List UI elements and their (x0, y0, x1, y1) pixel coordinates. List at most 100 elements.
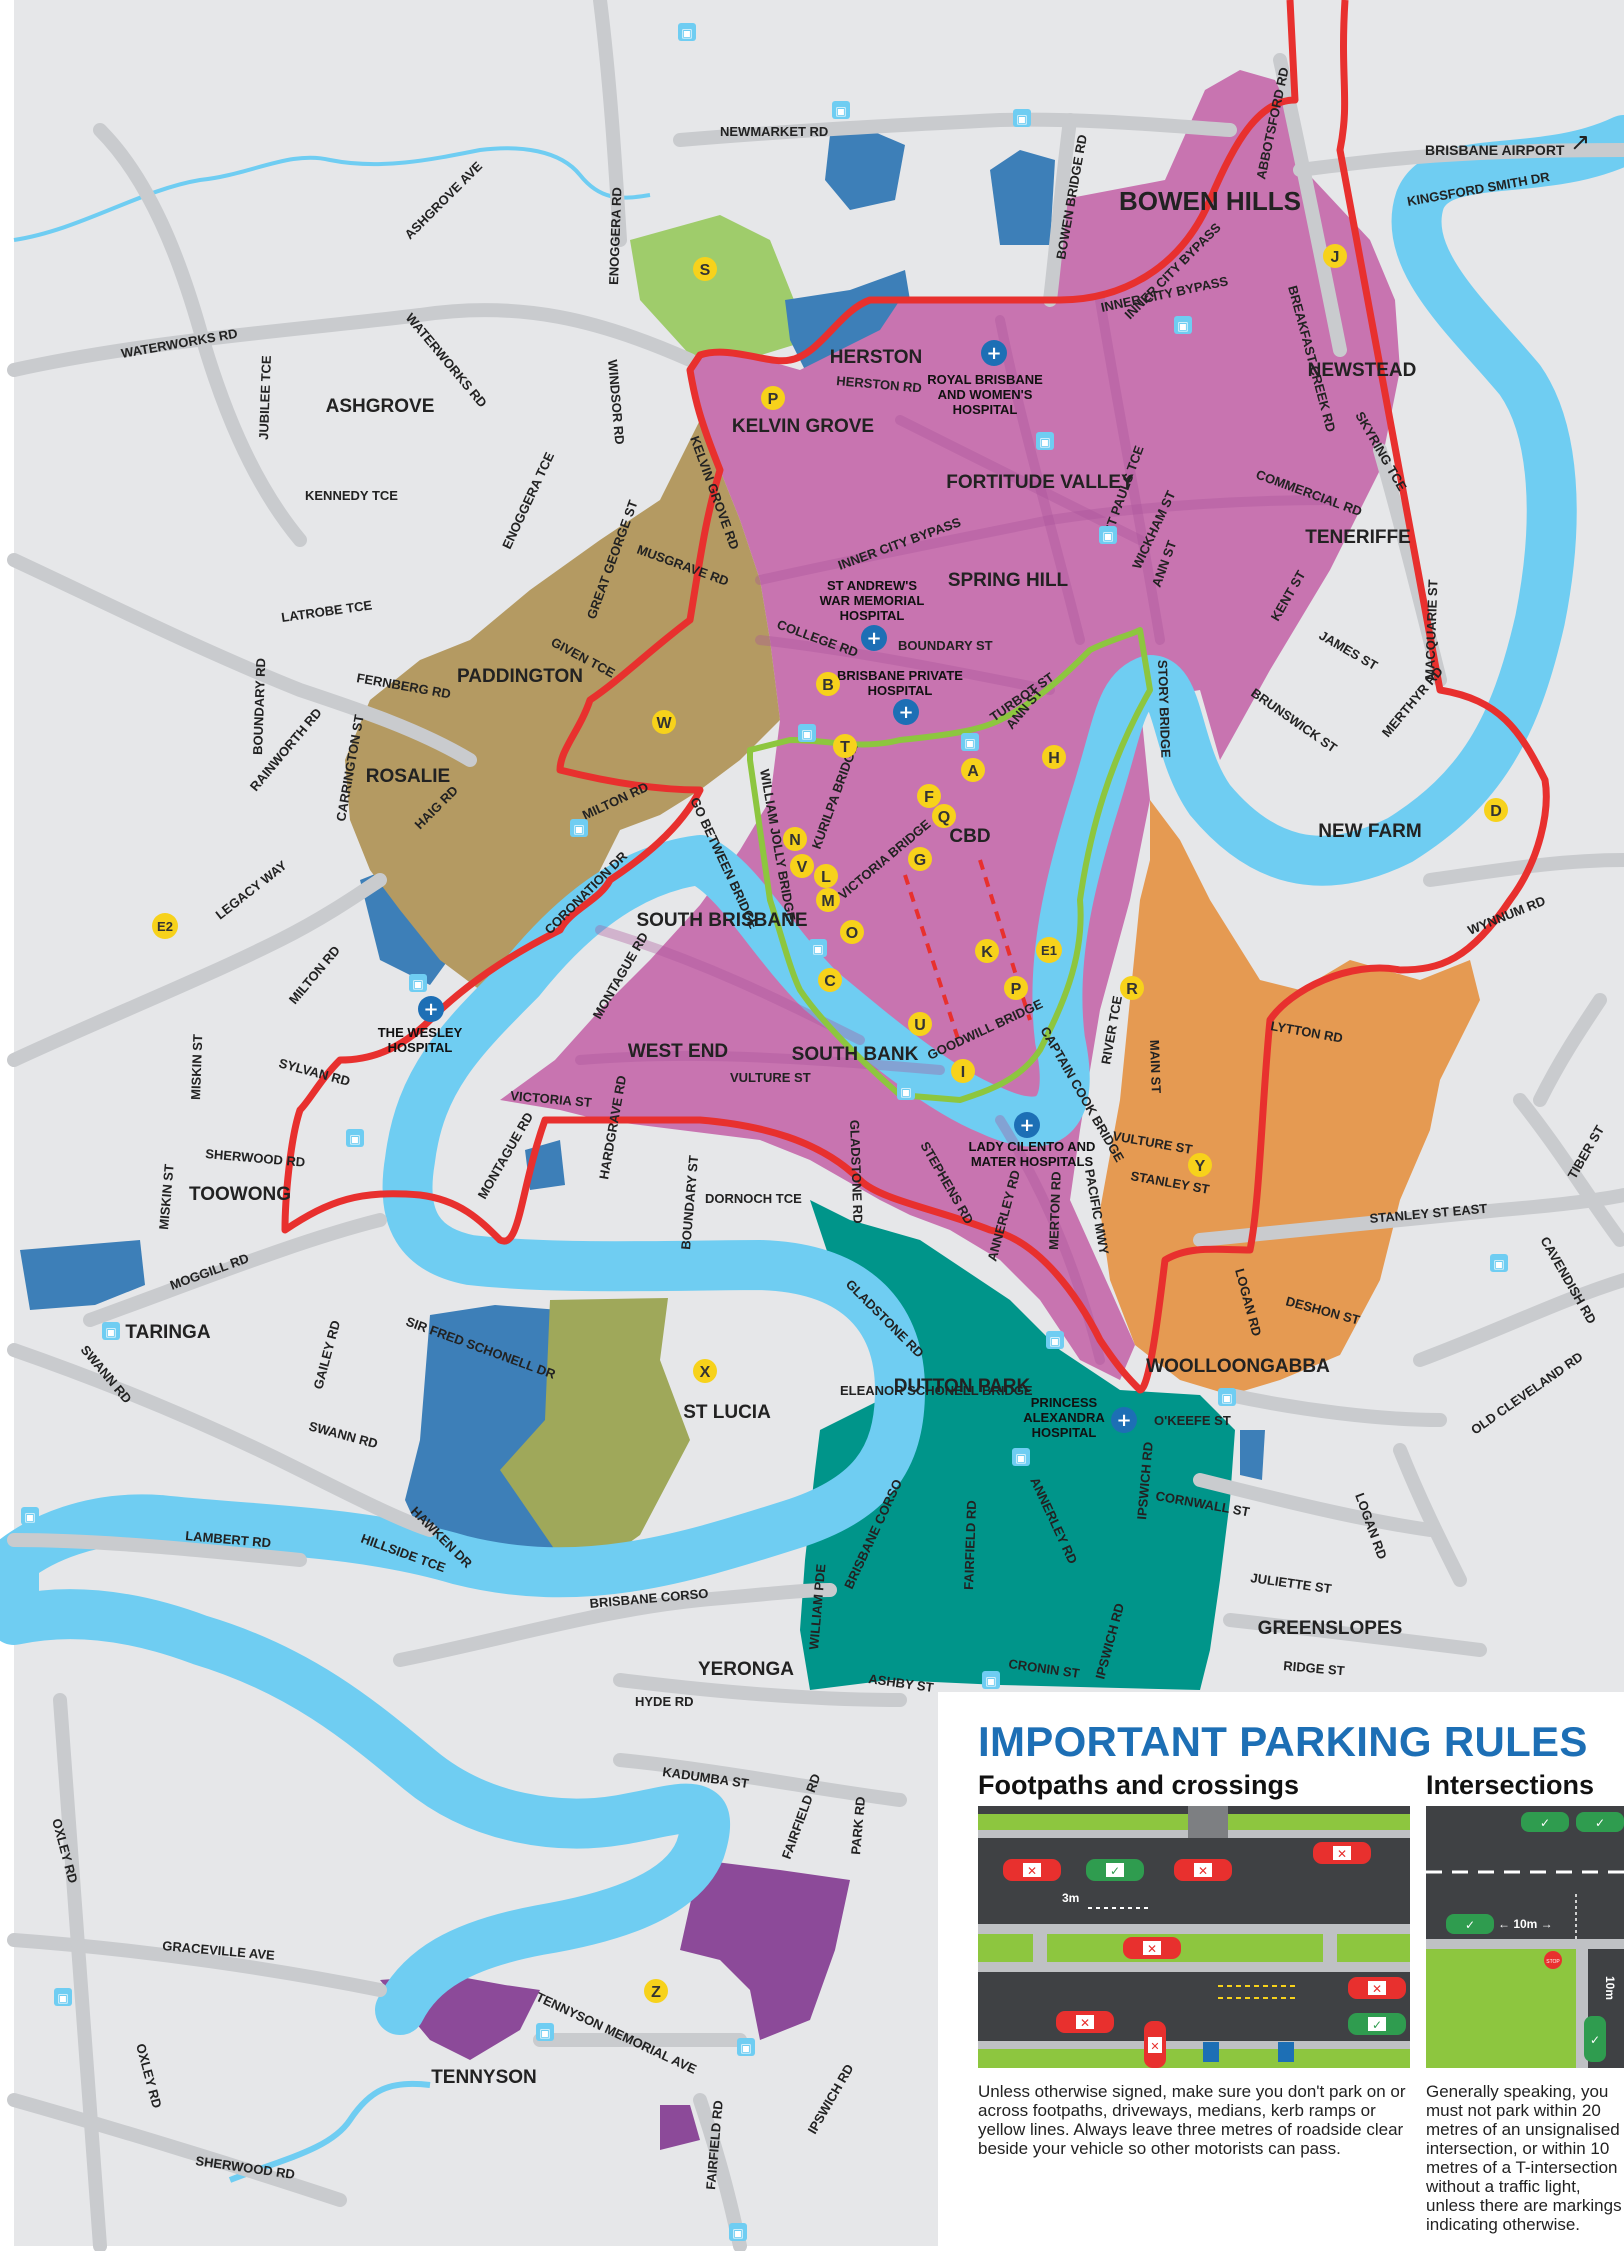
hospital-label: BRISBANE PRIVATE (837, 668, 963, 683)
road-label: MUSGRAVE RD (635, 542, 731, 589)
suburb-label: TENNYSON (431, 2067, 537, 2088)
pin-marker[interactable]: B (816, 672, 840, 696)
car-illegal-icon: ✕ (1313, 1842, 1371, 1864)
road-label: LAMBERT RD (185, 1528, 272, 1550)
pin-letter: C (824, 973, 836, 990)
road-label: BRUNSWICK ST (1248, 685, 1339, 755)
hospital-label: THE WESLEY (378, 1025, 463, 1040)
car-legal-icon: ✓ (1521, 1812, 1569, 1832)
road-label: GRACEVILLE AVE (162, 1938, 276, 1963)
hospital-label: ALEXANDRA (1023, 1410, 1105, 1425)
road-label: LOGAN RD (1352, 1491, 1390, 1561)
road-label: PACIFIC MWY (1082, 1168, 1112, 1256)
road-label: CARRINGTON ST (333, 713, 367, 822)
road-label: BRISBANE CORSO (841, 1477, 905, 1591)
train-icon: ▣ (729, 2223, 747, 2241)
road-label: MAIN ST (1147, 1040, 1164, 1094)
car-legal-icon: ✓ (1584, 2016, 1606, 2062)
road-label: OLD CLEVELAND RD (1468, 1349, 1585, 1438)
road-label: ENOGGERA RD (606, 187, 624, 285)
pin-marker[interactable]: Q (932, 804, 956, 828)
road-label: VICTORIA ST (510, 1088, 593, 1110)
pin-letter: E1 (1041, 943, 1057, 958)
pin-marker[interactable]: J (1323, 244, 1347, 268)
pin-marker[interactable]: P (761, 386, 785, 410)
pin-marker[interactable]: Y (1188, 1153, 1212, 1177)
pin-marker[interactable]: O (840, 920, 864, 944)
road-label: KENNEDY TCE (305, 488, 398, 503)
pin-marker[interactable]: V (790, 854, 814, 878)
pin-letter: U (914, 1017, 926, 1034)
pin-marker[interactable]: D (1484, 798, 1508, 822)
train-icon: ▣ (982, 1671, 1000, 1689)
suburb-label: WOOLLOONGABBA (1146, 1356, 1330, 1377)
suburb-label: FORTITUDE VALLEY (946, 472, 1134, 493)
hospital-label: LADY CILENTO AND (969, 1139, 1096, 1154)
pin-marker[interactable]: A (961, 758, 985, 782)
pin-marker[interactable]: W (652, 710, 676, 734)
suburb-label: TARINGA (125, 1322, 210, 1343)
road-label: OXLEY RD (49, 1817, 81, 1885)
pin-marker[interactable]: S (693, 257, 717, 281)
hospital-lady-cilento: + LADY CILENTO AND MATER HOSPITALS (969, 1112, 1096, 1169)
train-station-icons: ▣ ▣ ▣ ▣ ▣ ▣ ▣ ▣ ▣ ▣ ▣ ▣ ▣ ▣ ▣ ▣ ▣ ▣ ▣ ▣ … (21, 23, 1508, 2241)
hospital-cross-icon (418, 996, 444, 1022)
road-label: KELVIN GROVE RD (687, 434, 742, 552)
pin-marker[interactable]: R (1120, 976, 1144, 1000)
train-icon: ▣ (809, 939, 827, 957)
svg-text:✓: ✓ (1590, 2033, 1600, 2047)
pin-marker[interactable]: H (1042, 745, 1066, 769)
pin-marker[interactable]: F (917, 784, 941, 808)
road-label: MILTON RD (286, 943, 343, 1007)
road-label: SKYRING TCE (1352, 409, 1410, 494)
train-icon: ▣ (1099, 526, 1117, 544)
pin-marker[interactable]: Z (644, 1979, 668, 2003)
car-illegal-icon: ✕ (1144, 2021, 1166, 2068)
svg-text:▣: ▣ (349, 1132, 360, 1146)
suburb-label: WEST END (628, 1041, 728, 1062)
pin-letter: P (1011, 981, 1022, 998)
train-icon: ▣ (897, 1082, 915, 1100)
svg-text:▣: ▣ (801, 727, 812, 741)
road-label: ASHGROVE AVE (402, 158, 486, 242)
pin-marker[interactable]: K (975, 939, 999, 963)
pin-marker[interactable]: U (908, 1012, 932, 1036)
train-icon: ▣ (678, 23, 696, 41)
pin-letter: O (846, 925, 858, 942)
hospital-st-andrews: ST ANDREW'S WAR MEMORIAL HOSPITAL + (820, 578, 924, 651)
svg-text:✕: ✕ (1150, 2040, 1159, 2053)
pin-letter: V (797, 859, 808, 876)
road-label: TIBER ST (1565, 1123, 1608, 1182)
pin-marker[interactable]: N (783, 827, 807, 851)
hospital-cross-icon (1014, 1112, 1040, 1138)
pin-marker[interactable]: X (693, 1359, 717, 1383)
road-label: KADUMBA ST (662, 1764, 750, 1791)
pin-marker[interactable]: L (814, 864, 838, 888)
svg-text:▣: ▣ (1221, 1391, 1232, 1405)
footpaths-title: Footpaths and crossings (978, 1770, 1300, 1800)
road-label: SYLVAN RD (277, 1055, 352, 1088)
svg-text:▣: ▣ (1493, 1257, 1504, 1271)
pin-marker[interactable]: I (951, 1059, 975, 1083)
road-label: FERNBERG RD (355, 670, 451, 701)
pin-marker[interactable]: E1 (1036, 937, 1062, 963)
inner-roads (575, 295, 1335, 1365)
pin-marker[interactable]: E2 (152, 913, 178, 939)
road-label: SHERWOOD RD (205, 1146, 306, 1170)
pin-letter: F (924, 789, 934, 806)
parking-pins: S J P B W T A H F Q N V L M G O D E2 C K… (152, 244, 1508, 2003)
road-label: MACQUARIE ST (1422, 579, 1440, 680)
car-illegal-icon: ✕ (1123, 1937, 1181, 1959)
pin-marker[interactable]: G (908, 847, 932, 871)
road-label: CAVENDISH RD (1537, 1234, 1599, 1326)
pin-marker[interactable]: T (833, 734, 857, 758)
pin-marker[interactable]: P (1004, 976, 1028, 1000)
svg-text:▣: ▣ (835, 104, 846, 118)
road-label: RIVER TCE (1098, 994, 1125, 1065)
train-icon: ▣ (570, 819, 588, 837)
road-label: GLADSTONE RD (847, 1120, 866, 1224)
pin-marker[interactable]: M (816, 888, 840, 912)
svg-text:▣: ▣ (1039, 435, 1050, 449)
pin-marker[interactable]: C (818, 968, 842, 992)
road-label: COLLEGE RD (775, 617, 860, 660)
